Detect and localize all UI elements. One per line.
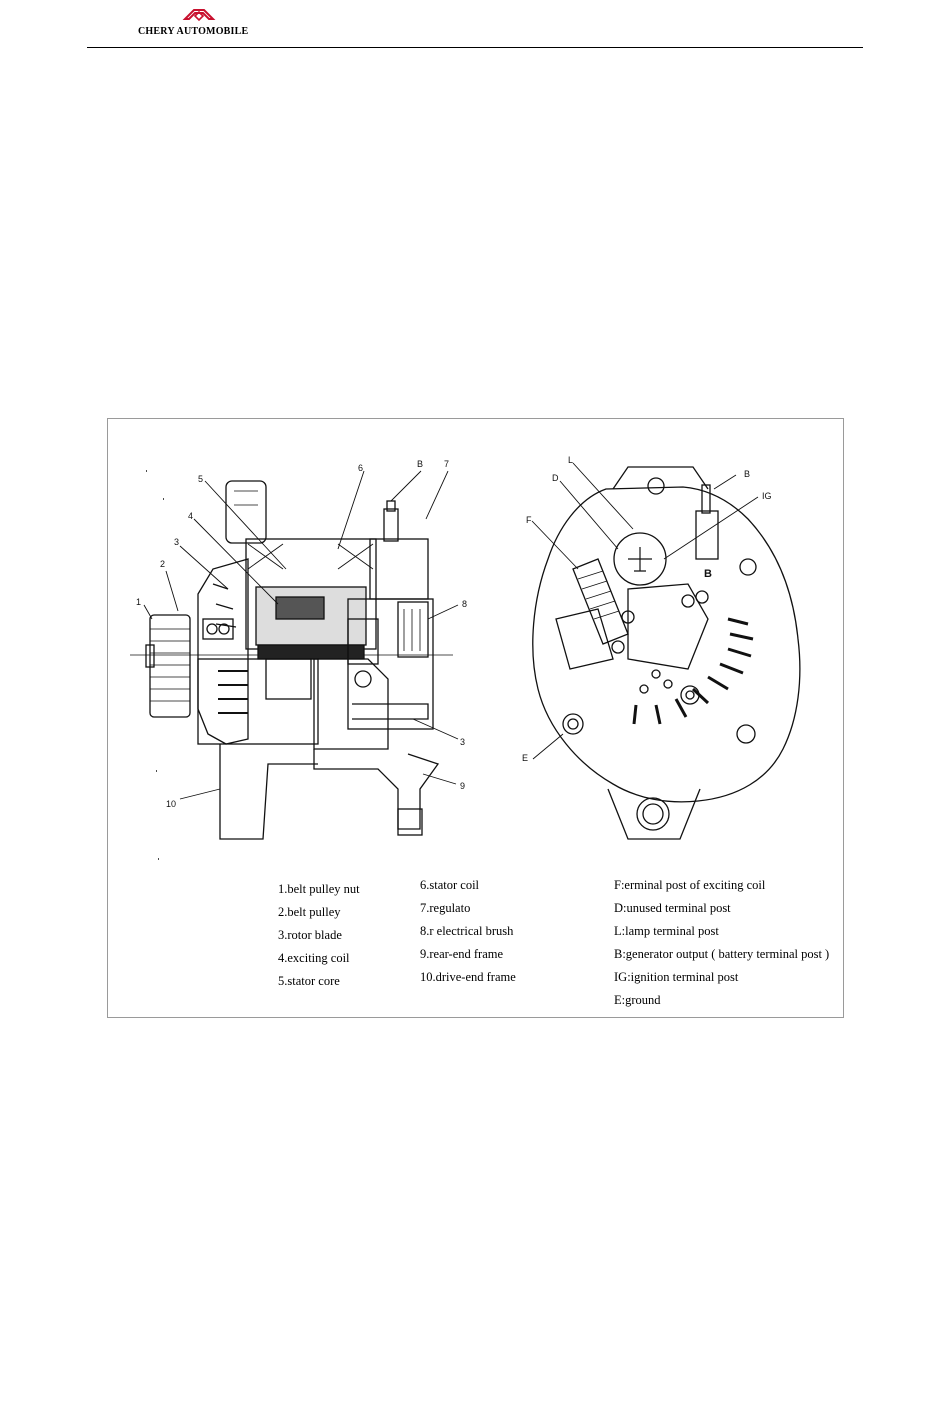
header-rule	[87, 47, 863, 48]
callout-3b: 3	[460, 737, 465, 747]
legend-item: IG:ignition terminal post	[614, 970, 739, 984]
legend-item: D:unused terminal post	[614, 901, 731, 915]
page-header: CHERY AUTOMOBILE	[0, 0, 950, 52]
legend-column-2: 6.stator coil 7.regulato 8.r electrical …	[420, 874, 516, 989]
legend-item: B:generator output ( battery terminal po…	[614, 947, 830, 961]
callout-b-right: B	[744, 469, 750, 479]
callout-f: F	[526, 515, 532, 525]
sectional-view	[130, 470, 459, 860]
brand-name: CHERY AUTOMOBILE	[138, 26, 249, 37]
callout-ig: IG	[762, 491, 772, 501]
legend-item: L:lamp terminal post	[614, 924, 719, 938]
callout-4: 4	[188, 511, 193, 521]
callout-6: 6	[358, 463, 363, 473]
legend-column-1: 1.belt pulley nut 2.belt pulley 3.rotor …	[278, 878, 360, 993]
callout-8: 8	[462, 599, 467, 609]
callout-1: 1	[136, 597, 141, 607]
legend-item: 4.exciting coil	[278, 951, 350, 965]
legend-item: 8.r electrical brush	[420, 924, 514, 938]
chery-logo-icon	[182, 9, 216, 22]
callout-d: D	[552, 473, 559, 483]
callout-l: L	[568, 455, 573, 465]
legend-item: 1.belt pulley nut	[278, 882, 360, 896]
legend-item: 7.regulato	[420, 901, 471, 915]
legend-item: 10.drive-end frame	[420, 970, 516, 984]
callout-2: 2	[160, 559, 165, 569]
callout-e: E	[522, 753, 528, 763]
legend-column-3: F:erminal post of exciting coil D:unused…	[614, 874, 829, 1012]
plate-label-b: B	[704, 568, 712, 580]
alternator-figure: 1 2 3 4 5 6 B 7 8 3 9 10 L D F B IG E B	[107, 418, 844, 1018]
legend-item: E:ground	[614, 993, 661, 1007]
callout-3: 3	[174, 537, 179, 547]
callout-9: 9	[460, 781, 465, 791]
rear-view	[531, 462, 801, 840]
left-callouts: 1 2 3 4 5 6 B 7 8 3 9 10	[136, 459, 467, 809]
right-callouts: L D F B IG E B	[522, 455, 772, 763]
alternator-drawing: 1 2 3 4 5 6 B 7 8 3 9 10 L D F B IG E B	[130, 455, 801, 860]
callout-5: 5	[198, 474, 203, 484]
legend-item: 3.rotor blade	[278, 928, 342, 942]
callout-b-left: B	[417, 459, 423, 469]
callout-7: 7	[444, 459, 449, 469]
callout-10: 10	[166, 799, 176, 809]
legend-item: 2.belt pulley	[278, 905, 341, 919]
legend-item: 6.stator coil	[420, 878, 480, 892]
legend-item: F:erminal post of exciting coil	[614, 878, 766, 892]
legend-item: 9.rear-end frame	[420, 947, 504, 961]
legend-item: 5.stator core	[278, 974, 340, 988]
